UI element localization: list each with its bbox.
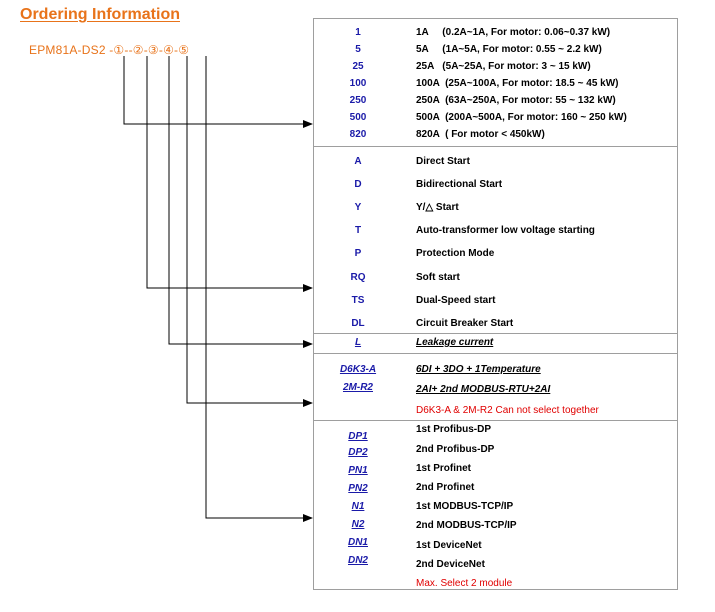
option-desc: 1st DeviceNet [416,540,482,551]
option-code: 2M-R2 [342,382,373,393]
option-code: 100 [349,78,367,89]
option-desc: Protection Mode [416,248,495,259]
option-code: N1 [351,501,365,512]
option-desc: 1st Profinet [416,463,472,474]
option-desc: Bidirectional Start [416,179,503,190]
option-code: DN2 [347,555,368,566]
option-desc: 250A (63A~250A, For motor: 55 ~ 132 kW) [416,95,616,106]
option-desc: 100A (25A~100A, For motor: 18.5 ~ 45 kW) [416,78,619,89]
io-note: D6K3-A & 2M-R2 Can not select together [416,405,599,416]
option-desc: 2AI+ 2nd MODBUS-RTU+2AI [416,384,551,395]
option-desc: Direct Start [416,156,470,167]
option-desc: 25A (5A~25A, For motor: 3 ~ 15 kW) [416,61,591,72]
option-code: L [354,337,362,348]
option-code: N2 [351,519,365,530]
connector-arrow [186,56,313,407]
option-desc: 500A (200A~500A, For motor: 160 ~ 250 kW… [416,112,627,123]
divider [313,420,678,421]
option-desc: Dual-Speed start [416,295,496,306]
option-desc: 2nd Profibus-DP [416,444,495,455]
option-code: 250 [349,95,367,106]
option-code: P [354,248,362,259]
option-code: DN1 [347,537,368,548]
option-desc: 820A ( For motor < 450kW) [416,129,545,140]
option-desc: Auto-transformer low voltage starting [416,225,595,236]
option-desc: Leakage current [416,337,494,348]
divider [313,333,678,334]
option-code: DL [351,318,365,329]
connector-arrow [168,56,313,348]
option-code: D [354,179,362,190]
option-desc: 1st Profibus-DP [416,424,492,435]
option-code: PN2 [348,483,368,494]
divider [313,353,678,354]
option-code: 25 [352,61,364,72]
option-code: TS [351,295,365,306]
divider [313,146,678,147]
option-code: 820 [349,129,367,140]
option-code: PN1 [348,465,368,476]
option-desc: 6DI + 3DO + 1Temperature [416,364,541,375]
option-code: A [354,156,362,167]
option-desc: 1st MODBUS-TCP/IP [416,501,514,512]
option-code: DP1 [348,431,368,442]
option-code: RQ [350,272,366,283]
option-code: DP2 [348,447,368,458]
section-title: Ordering Information [20,6,180,23]
connector-arrow [146,56,313,292]
option-code: 1 [355,27,361,38]
options-table [313,18,678,590]
option-code: 500 [349,112,367,123]
option-desc: Soft start [416,272,460,283]
option-code: D6K3-A [339,364,377,375]
option-code: Y [354,202,362,213]
comm-note: Max. Select 2 module [416,578,513,589]
option-desc: Y/△ Start [416,202,459,213]
option-desc: 1A (0.2A~1A, For motor: 0.06~0.37 kW) [416,27,611,38]
option-desc: 2nd DeviceNet [416,559,485,570]
option-desc: Circuit Breaker Start [416,318,514,329]
option-code: 5 [355,44,361,55]
connector-arrow [205,56,313,522]
option-code: T [354,225,362,236]
option-desc: 2nd Profinet [416,482,475,493]
connector-arrow [123,56,313,128]
model-code: EPM81A-DS2 -①--②-③-④-⑤ [29,43,190,57]
option-desc: 2nd MODBUS-TCP/IP [416,520,517,531]
option-desc: 5A (1A~5A, For motor: 0.55 ~ 2.2 kW) [416,44,602,55]
